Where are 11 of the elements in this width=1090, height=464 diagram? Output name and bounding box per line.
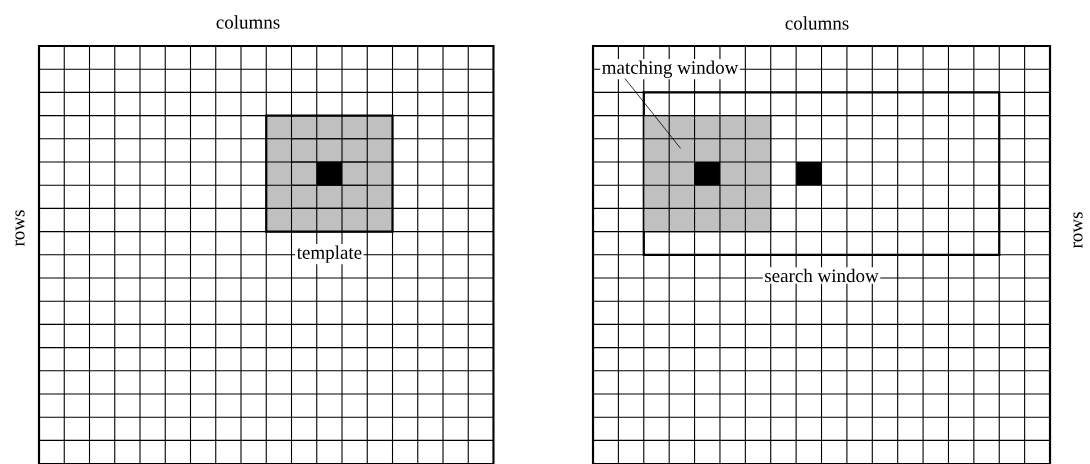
axis-label: rows — [1073, 212, 1083, 249]
template-box: template — [265, 114, 394, 265]
window-box — [643, 115, 772, 233]
node-label: search window — [765, 268, 879, 283]
node-label: template — [296, 245, 362, 263]
leader-line — [624, 78, 681, 149]
axis-label: rows — [15, 210, 25, 247]
callout-text: matching window — [600, 59, 740, 80]
axis-label: columns — [785, 16, 849, 30]
window-frame: search window — [642, 91, 1001, 284]
axis-label: columns — [216, 15, 280, 29]
